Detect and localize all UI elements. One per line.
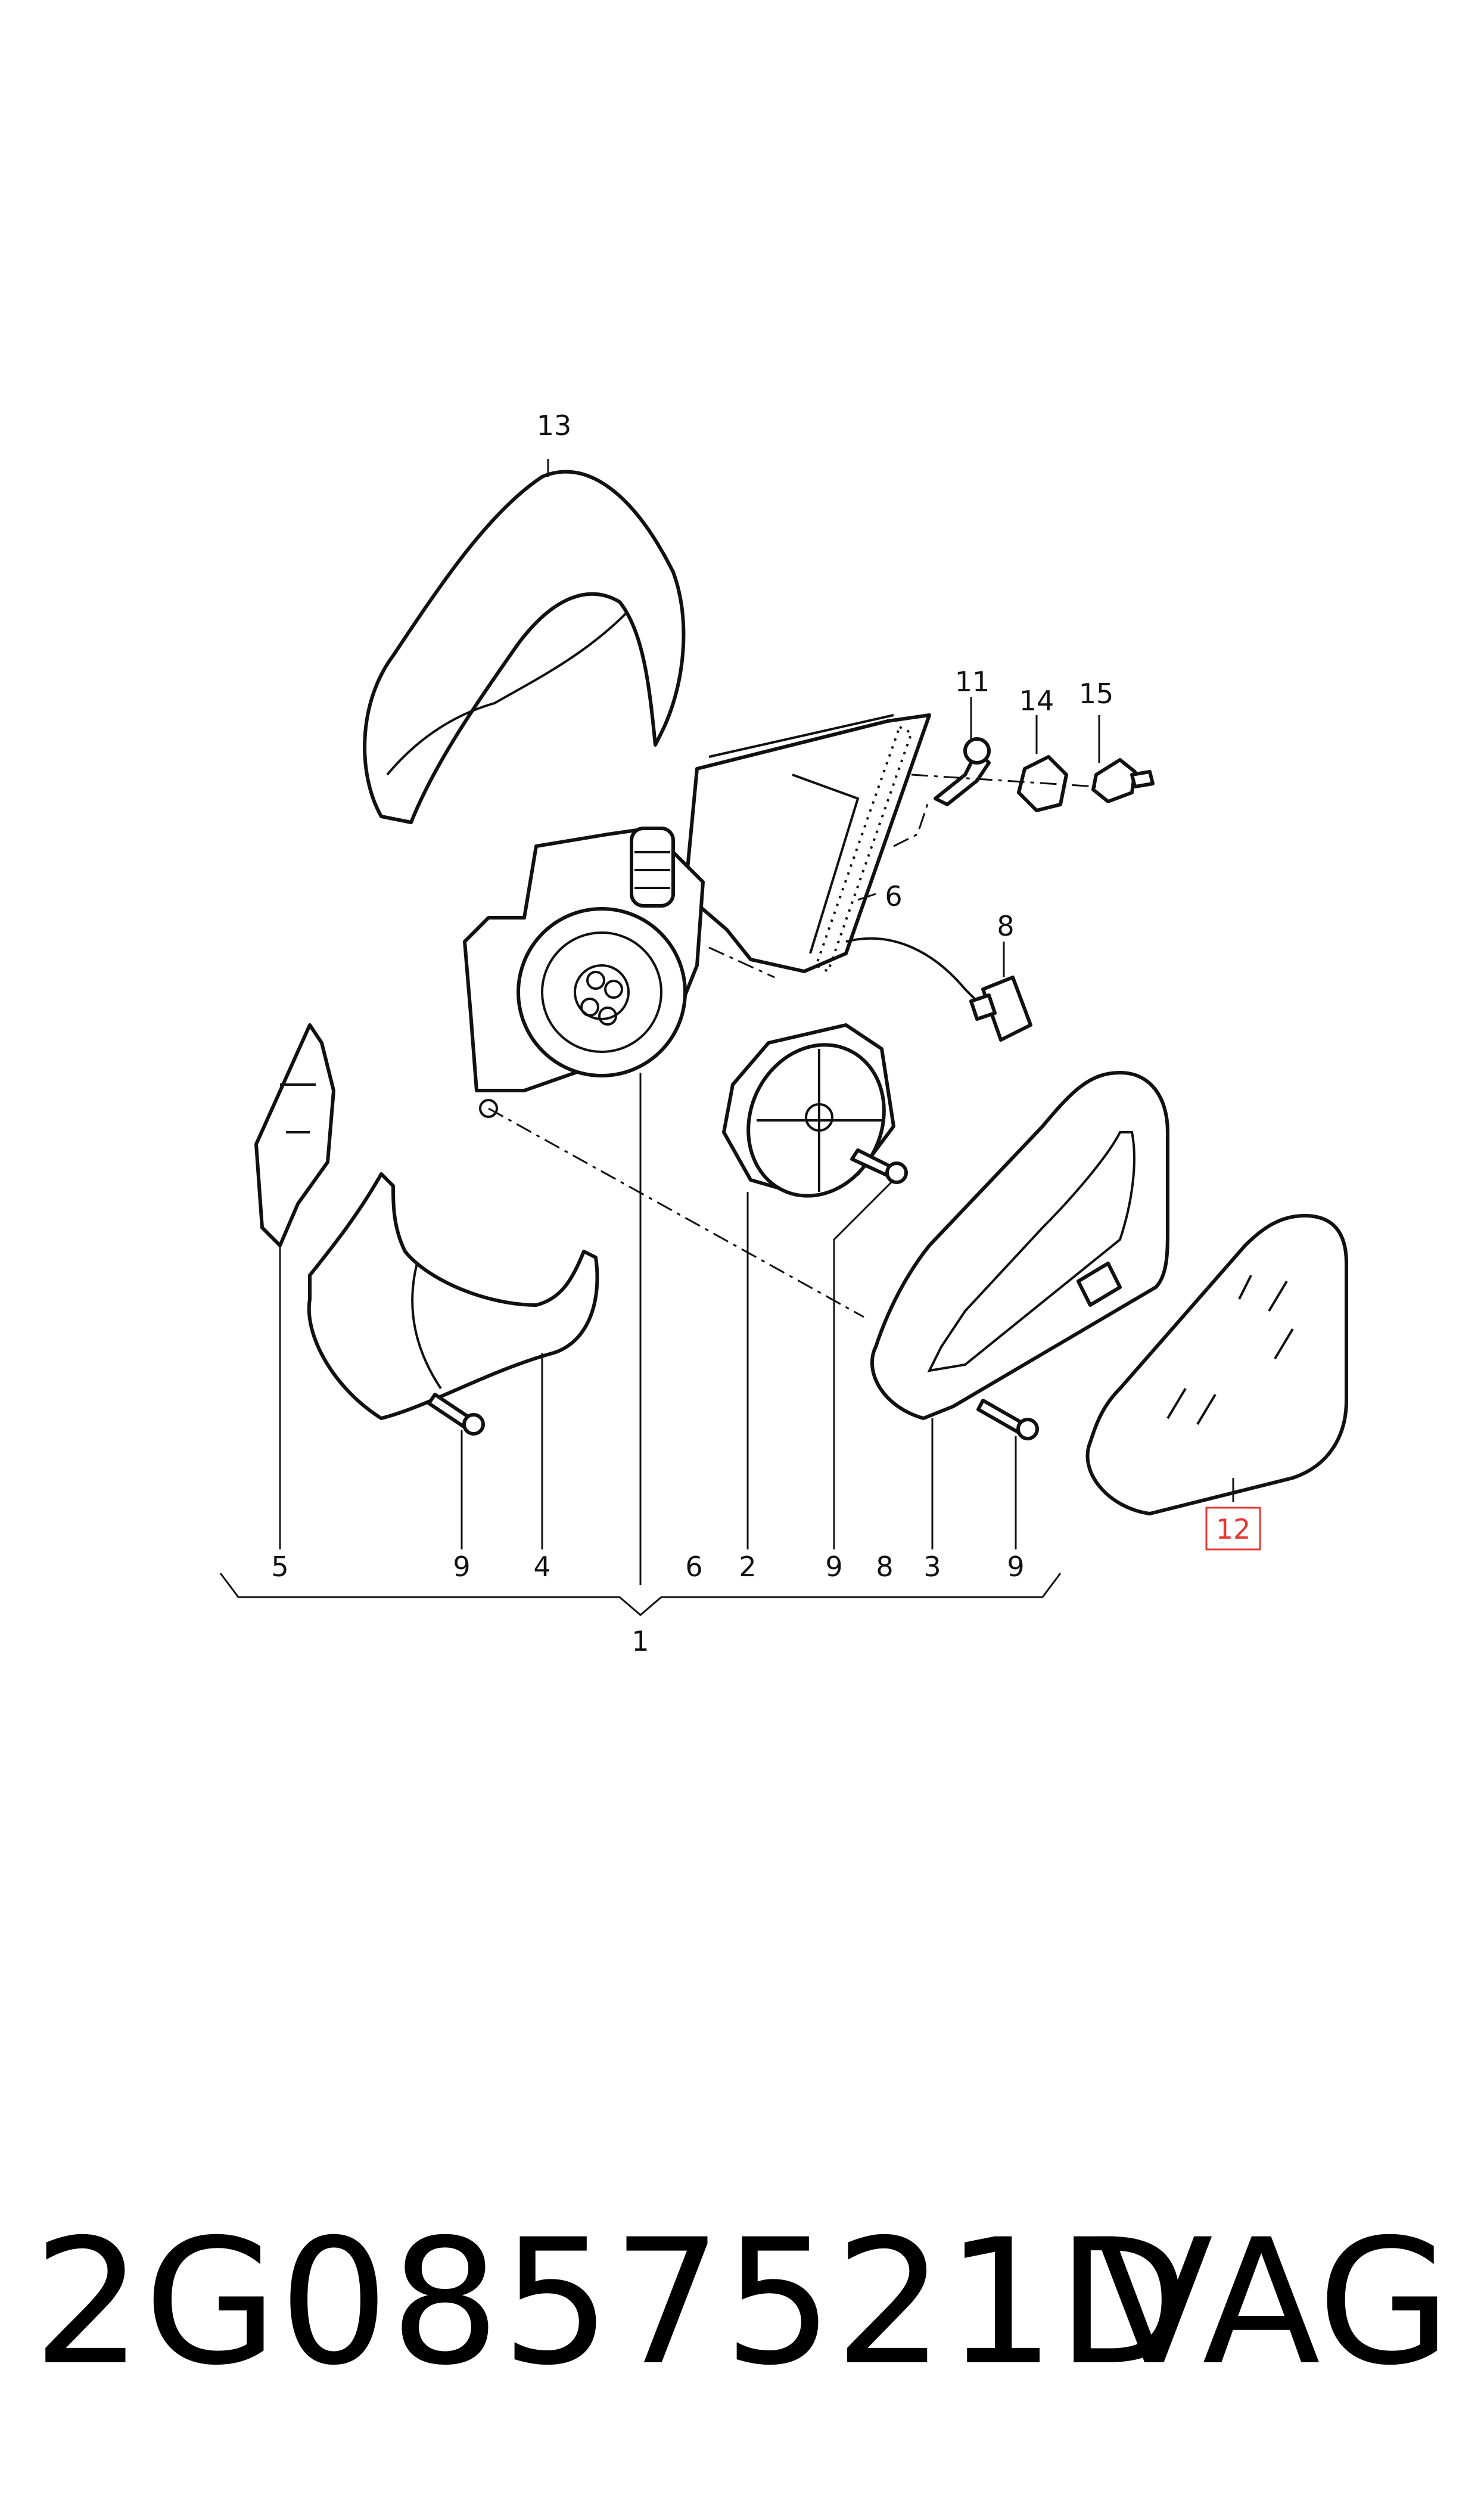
exploded-mirror-diagram: 13 11 14 15 6 8 12 5 9 4 6 2 9 8 3 9 1 — [219, 409, 1348, 1657]
alignment-line-screw — [893, 798, 931, 847]
part-connector-8 — [845, 937, 1032, 1042]
callout-12-box: 12 — [1205, 1507, 1261, 1551]
callout-14: 14 — [1019, 685, 1054, 717]
callout-2: 2 — [739, 1551, 756, 1583]
callout-15: 15 — [1079, 678, 1114, 710]
part-housing — [463, 827, 705, 1118]
highlight-frame — [1205, 1507, 1261, 1551]
part-screw-11 — [934, 737, 991, 806]
assembly-brace — [219, 1573, 1062, 1616]
part-mirror-base — [683, 713, 931, 973]
brand-name: VAG — [1095, 2203, 1451, 2403]
part-screw-9-left — [427, 1393, 485, 1436]
alignment-line-fastener — [911, 774, 1097, 788]
part-screw-9-mid — [850, 1148, 908, 1184]
part-lower-cover-4 — [307, 1172, 599, 1420]
callout-4: 4 — [533, 1551, 550, 1583]
alignment-line-main — [488, 1107, 864, 1318]
leader-6-upper — [857, 893, 876, 901]
part-mirror-cap — [363, 470, 686, 824]
callout-9-left: 9 — [453, 1551, 470, 1583]
alignment-line-motor — [708, 946, 775, 979]
part-adjuster-motor — [722, 1023, 895, 1198]
part-mirror-frame-3 — [870, 1071, 1169, 1420]
part-screw-9-right — [976, 1399, 1039, 1440]
spring-post — [630, 827, 675, 908]
callout-1: 1 — [631, 1625, 649, 1657]
callout-8-lower: 8 — [876, 1551, 893, 1583]
part-number: 2G0857521D — [33, 2203, 1191, 2403]
part-mirror-glass-12 — [1085, 1214, 1348, 1515]
leader-9-mid — [833, 1179, 895, 1549]
callout-12: 12 — [1216, 1513, 1251, 1545]
callout-6-upper: 6 — [885, 880, 902, 912]
part-fastener-15 — [1091, 758, 1155, 803]
callout-9-right: 9 — [1007, 1551, 1024, 1583]
callout-3: 3 — [923, 1551, 941, 1583]
part-bracket-5 — [254, 1023, 335, 1247]
callout-5: 5 — [271, 1551, 288, 1583]
callout-6-lower: 6 — [685, 1551, 702, 1583]
callout-9-mid: 9 — [825, 1551, 842, 1583]
callout-8-upper: 8 — [997, 910, 1014, 942]
callout-11: 11 — [955, 666, 990, 698]
callout-13: 13 — [537, 409, 572, 442]
